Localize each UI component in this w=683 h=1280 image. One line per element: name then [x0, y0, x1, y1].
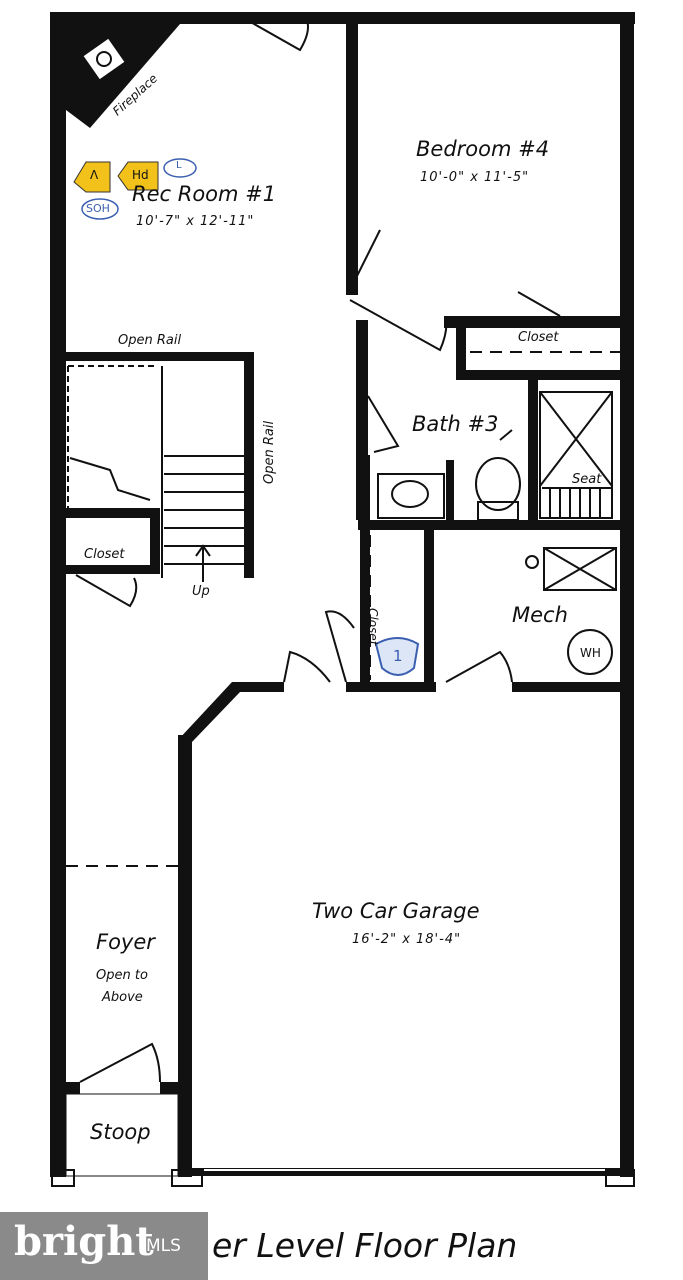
a-tag-marker — [73, 161, 111, 193]
exterior-walls — [50, 12, 635, 1177]
stair-closet-label: Closet — [84, 547, 125, 562]
l-tag-label: L — [176, 160, 182, 171]
water-heater-label: WH — [580, 646, 601, 660]
fireplace-icon — [80, 36, 128, 82]
hall-closet-label: Closet — [366, 608, 380, 646]
foyer-note-1: Open to — [96, 968, 148, 983]
rec-room-dims: 10'-7" x 12'-11" — [136, 214, 255, 229]
hd-tag-label: Hd — [132, 168, 149, 182]
stair-up-label: Up — [192, 584, 210, 599]
garage-angled-corner — [178, 682, 240, 742]
mech-equipment — [525, 547, 617, 675]
stoop-outline — [65, 1093, 179, 1177]
rec-room-name: Rec Room #1 — [132, 182, 277, 206]
interior-walls — [64, 20, 626, 1094]
soh-tag-label: SOH — [86, 202, 110, 215]
vanity-icon — [377, 473, 445, 519]
toilet-tank-icon — [477, 501, 519, 521]
l-tag-marker — [163, 158, 197, 178]
open-rail-top-label: Open Rail — [118, 333, 182, 348]
bath3-label: Bath #3 — [412, 412, 499, 436]
dashed-lines — [66, 351, 620, 867]
garage-dims: 16'-2" x 18'-4" — [352, 932, 462, 947]
plan-title: er Level Floor Plan — [212, 1226, 518, 1265]
foyer-name: Foyer — [96, 930, 155, 954]
hd-tag-marker — [117, 161, 159, 191]
soh-tag-marker — [81, 198, 119, 220]
foyer-note-2: Above — [102, 990, 143, 1005]
toilet-icon — [475, 457, 521, 511]
open-rail-side-label: Open Rail — [262, 420, 277, 484]
footing-hatches — [51, 1169, 635, 1187]
watermark-suffix: MLS — [146, 1236, 181, 1256]
watermark-brand: bright — [14, 1218, 154, 1265]
shield-marker — [374, 637, 420, 676]
shield-number: 1 — [393, 647, 403, 665]
mech-label: Mech — [512, 603, 568, 627]
sink-icon — [391, 480, 429, 508]
door-swings — [75, 15, 561, 1083]
stoop-label: Stoop — [90, 1120, 151, 1144]
bedroom4-dims: 10'-0" x 11'-5" — [420, 170, 530, 185]
shower — [539, 391, 613, 519]
bedroom4-name: Bedroom #4 — [416, 137, 550, 161]
fireplace-grate-icon — [96, 51, 112, 67]
seat-label: Seat — [572, 472, 602, 487]
a-tag-label: Λ — [90, 168, 99, 182]
stair-treads — [67, 365, 244, 582]
garage-name: Two Car Garage — [312, 899, 480, 923]
watermark-banner — [0, 1212, 208, 1280]
bedroom-closet-label: Closet — [518, 330, 559, 345]
